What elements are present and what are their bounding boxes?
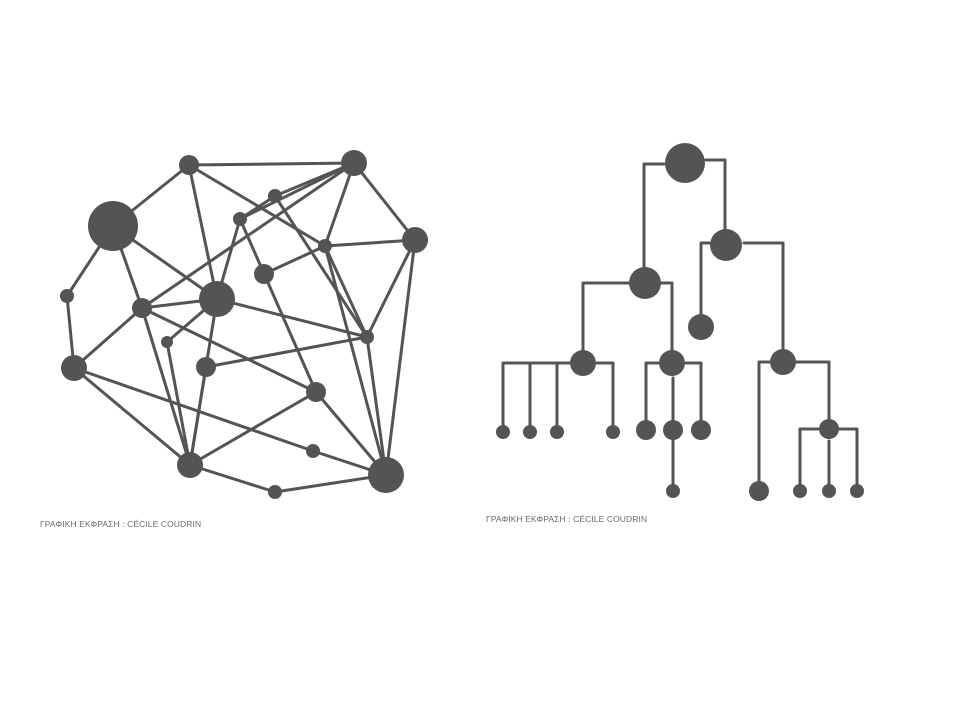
network-edge	[314, 390, 388, 477]
network-node	[88, 201, 138, 251]
network-node	[341, 150, 367, 176]
network-node	[132, 298, 152, 318]
network-edge	[262, 244, 327, 276]
network-edge	[365, 335, 388, 477]
network-node	[60, 289, 74, 303]
tree-node	[770, 349, 796, 375]
tree-node	[710, 229, 742, 261]
tree-node	[629, 267, 661, 299]
network-node	[233, 212, 247, 226]
network-edge	[72, 366, 315, 453]
network-edge	[140, 306, 318, 394]
tree-node	[606, 425, 620, 439]
network-edge	[204, 335, 369, 369]
tree-node	[819, 419, 839, 439]
tree-edge	[794, 360, 831, 431]
tree-node	[666, 484, 680, 498]
tree-node	[570, 350, 596, 376]
tree-node	[550, 425, 564, 439]
tree-node	[659, 350, 685, 376]
network-edge	[273, 161, 356, 198]
network-node	[254, 264, 274, 284]
network-edge	[352, 161, 417, 242]
network-edge	[215, 297, 369, 339]
network-node	[268, 485, 282, 499]
network-edge	[323, 238, 417, 248]
network-edge	[72, 306, 144, 370]
tree-node	[523, 425, 537, 439]
network-node	[268, 189, 282, 203]
network-edge	[365, 238, 417, 339]
network-node	[360, 330, 374, 344]
network-node	[161, 336, 173, 348]
tree-node	[691, 420, 711, 440]
network-edge	[323, 161, 356, 248]
network-credit: ΓΡΑΦΙΚΗ ΕΚΦΡΑΣΗ : CÉCILE COUDRIN	[40, 519, 201, 529]
network-edge	[273, 194, 369, 339]
network-edge	[72, 366, 192, 467]
network-edge	[187, 163, 327, 248]
network-edge	[188, 463, 277, 494]
tree-node	[850, 484, 864, 498]
tree-edge	[757, 360, 772, 493]
tree-edge	[659, 281, 674, 365]
tree-node	[663, 420, 683, 440]
network-node	[196, 357, 216, 377]
network-edge	[273, 473, 388, 494]
network-node	[368, 457, 404, 493]
network-node	[402, 227, 428, 253]
network-edge	[187, 163, 219, 301]
tree-edge	[684, 361, 703, 434]
network-edge	[323, 244, 369, 339]
network-node	[318, 239, 332, 253]
network-node	[177, 452, 203, 478]
tree-node	[496, 425, 510, 439]
tree-node	[688, 314, 714, 340]
tree-node	[749, 481, 769, 501]
tree-edge	[644, 361, 660, 434]
tree-edge	[742, 241, 785, 364]
network-edge	[323, 244, 388, 477]
tree-edge	[704, 158, 727, 242]
tree-diagram	[496, 143, 864, 501]
tree-edge	[595, 361, 615, 434]
tree-edge	[699, 241, 713, 329]
tree-credit: ΓΡΑΦΙΚΗ ΕΚΦΡΑΣΗ : CÉCILE COUDRIN	[486, 514, 647, 524]
tree-edge	[798, 427, 820, 493]
network-graph	[60, 150, 428, 499]
network-node	[199, 281, 235, 317]
network-edge	[238, 217, 318, 394]
network-node	[179, 155, 199, 175]
tree-node	[822, 484, 836, 498]
tree-edge	[501, 361, 572, 434]
network-node	[306, 382, 326, 402]
network-node	[61, 355, 87, 381]
tree-edge	[837, 427, 859, 493]
network-edge	[188, 390, 318, 467]
tree-node	[793, 484, 807, 498]
network-edge	[187, 161, 356, 167]
tree-edge	[627, 162, 666, 285]
network-edge	[384, 238, 417, 477]
network-edge	[140, 306, 192, 467]
network-edge	[188, 365, 208, 467]
tree-node	[665, 143, 705, 183]
tree-node	[636, 420, 656, 440]
network-node	[306, 444, 320, 458]
